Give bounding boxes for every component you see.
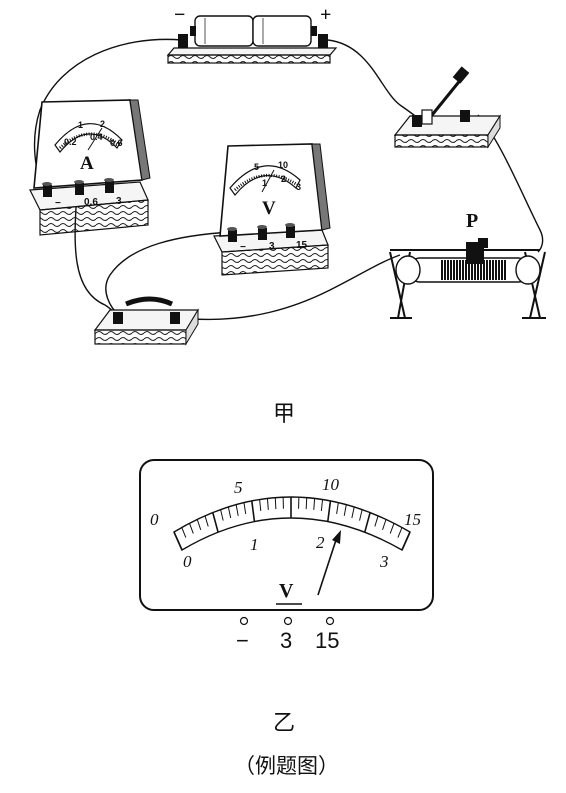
voltmeter-scale-1: 1 xyxy=(262,178,267,188)
ammeter-scale-0-2: 0.2 xyxy=(64,137,77,147)
rheostat xyxy=(390,238,546,318)
voltmeter-letter: V xyxy=(262,198,276,220)
upper-scale-10: 10 xyxy=(322,475,339,495)
lower-scale-1: 1 xyxy=(250,535,259,555)
lower-scale-0: 0 xyxy=(183,552,192,572)
footer-caption: （例题图） xyxy=(234,750,339,780)
wire-battery-to-switch xyxy=(328,40,420,120)
voltmeter-terminal-15: 15 xyxy=(296,240,307,251)
voltmeter-scale-3: 3 xyxy=(296,182,301,192)
ammeter-terminal-3: 3 xyxy=(116,196,122,207)
battery-plus-label: + xyxy=(320,4,331,27)
ammeter-terminal-minus: − xyxy=(55,198,61,209)
face-terminal-15: 15 xyxy=(315,628,339,654)
lower-scale-2: 2 xyxy=(316,533,325,553)
scale-tick xyxy=(306,498,307,510)
ammeter-scale-1: 1 xyxy=(78,120,83,130)
scale-tick xyxy=(275,498,276,510)
voltmeter-scale-2: 2 xyxy=(281,174,286,184)
voltmeter-scale-10: 10 xyxy=(278,160,288,170)
upper-scale-15: 15 xyxy=(404,510,421,530)
switch xyxy=(395,66,500,147)
caption-figure-a: 甲 xyxy=(273,396,295,428)
battery xyxy=(168,16,336,63)
lower-scale-3: 3 xyxy=(380,552,389,572)
ammeter-scale-2: 2 xyxy=(100,119,105,129)
voltmeter-terminal-3: 3 xyxy=(269,241,275,252)
upper-scale-0: 0 xyxy=(150,510,159,530)
face-meter-letter: V xyxy=(279,580,293,603)
face-terminal-minus: − xyxy=(236,628,249,654)
upper-scale-5: 5 xyxy=(234,478,243,498)
voltmeter-terminal-minus: − xyxy=(240,242,246,253)
battery-minus-label: − xyxy=(174,4,185,27)
caption-figure-b: 乙 xyxy=(273,705,295,737)
ammeter-scale-0-4: 0.4 xyxy=(90,132,103,142)
rheostat-slider-label: P xyxy=(466,210,478,233)
ammeter-letter: A xyxy=(80,153,94,175)
face-terminal-3: 3 xyxy=(280,628,292,654)
ammeter-scale-0-6: 0.6 xyxy=(110,138,123,148)
voltmeter-scale-5: 5 xyxy=(254,162,259,172)
ammeter-terminal-0-6: 0.6 xyxy=(84,197,98,208)
